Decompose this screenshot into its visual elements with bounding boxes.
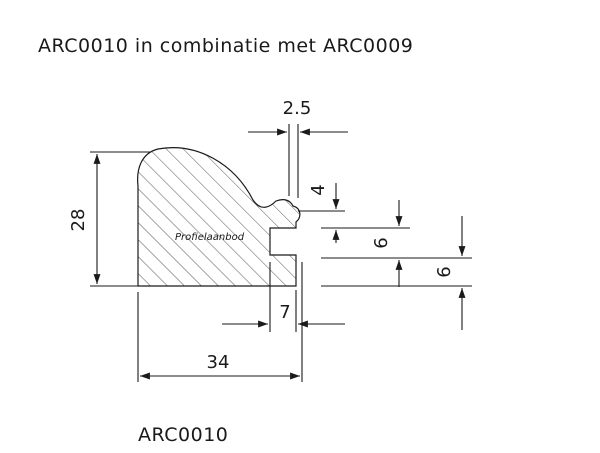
watermark-text: Profielaanbod — [175, 232, 245, 243]
drawing-title: ARC0010 in combinatie met ARC0009 — [38, 35, 413, 57]
dim-height-total: 28 — [68, 151, 150, 287]
dim-step-height: 4 — [298, 183, 345, 243]
dim-groove-width-label: 7 — [279, 302, 290, 323]
dim-width-total-label: 34 — [207, 352, 230, 373]
dim-top-width: 2.5 — [248, 98, 348, 198]
dim-lower-height: 6 — [321, 216, 472, 330]
dim-groove-height: 6 — [321, 200, 472, 287]
dim-lower-height-label: 6 — [434, 266, 455, 277]
dim-height-total-label: 28 — [68, 209, 89, 232]
dim-groove-width: 7 — [222, 262, 345, 332]
profile-section — [137, 147, 301, 287]
dim-groove-height-label: 6 — [371, 237, 392, 248]
dim-top-width-label: 2.5 — [283, 98, 312, 119]
dim-step-height-label: 4 — [308, 184, 329, 195]
profile-code-label: ARC0010 — [138, 424, 228, 446]
